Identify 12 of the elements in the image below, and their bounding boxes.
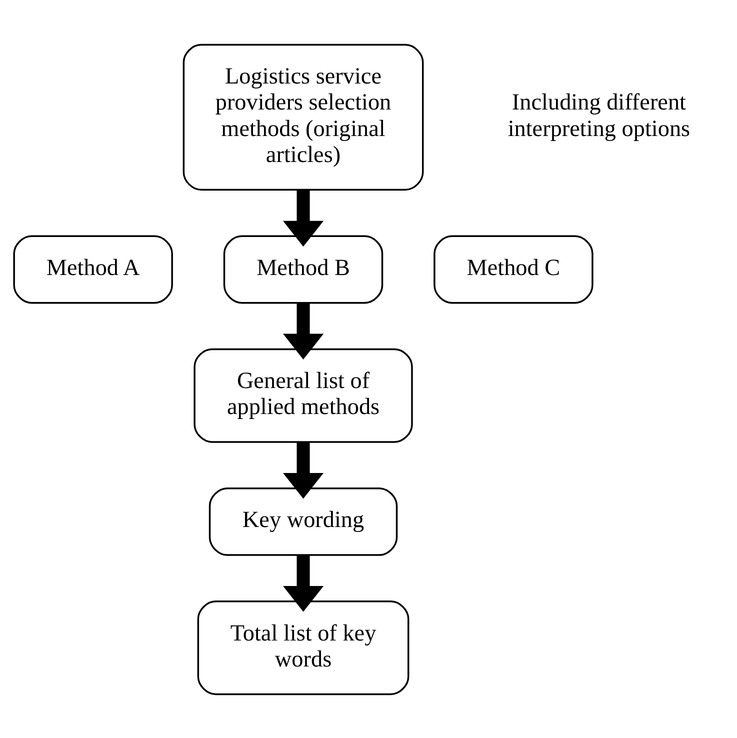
- node-box: Logistics service providers selection methods (original articles): [182, 43, 424, 190]
- arrow: [283, 555, 324, 612]
- node-box: Method B: [223, 234, 384, 304]
- node-box: General list of applied methods: [194, 348, 413, 442]
- node-box: Total list of key words: [197, 600, 410, 695]
- arrow: [283, 302, 324, 360]
- label: Including different interpreting options: [508, 89, 690, 142]
- node-box: Method C: [434, 234, 594, 304]
- arrow: [283, 189, 324, 246]
- node-box: Method A: [13, 234, 173, 304]
- node-box: Key wording: [208, 487, 398, 556]
- arrow: [283, 442, 324, 498]
